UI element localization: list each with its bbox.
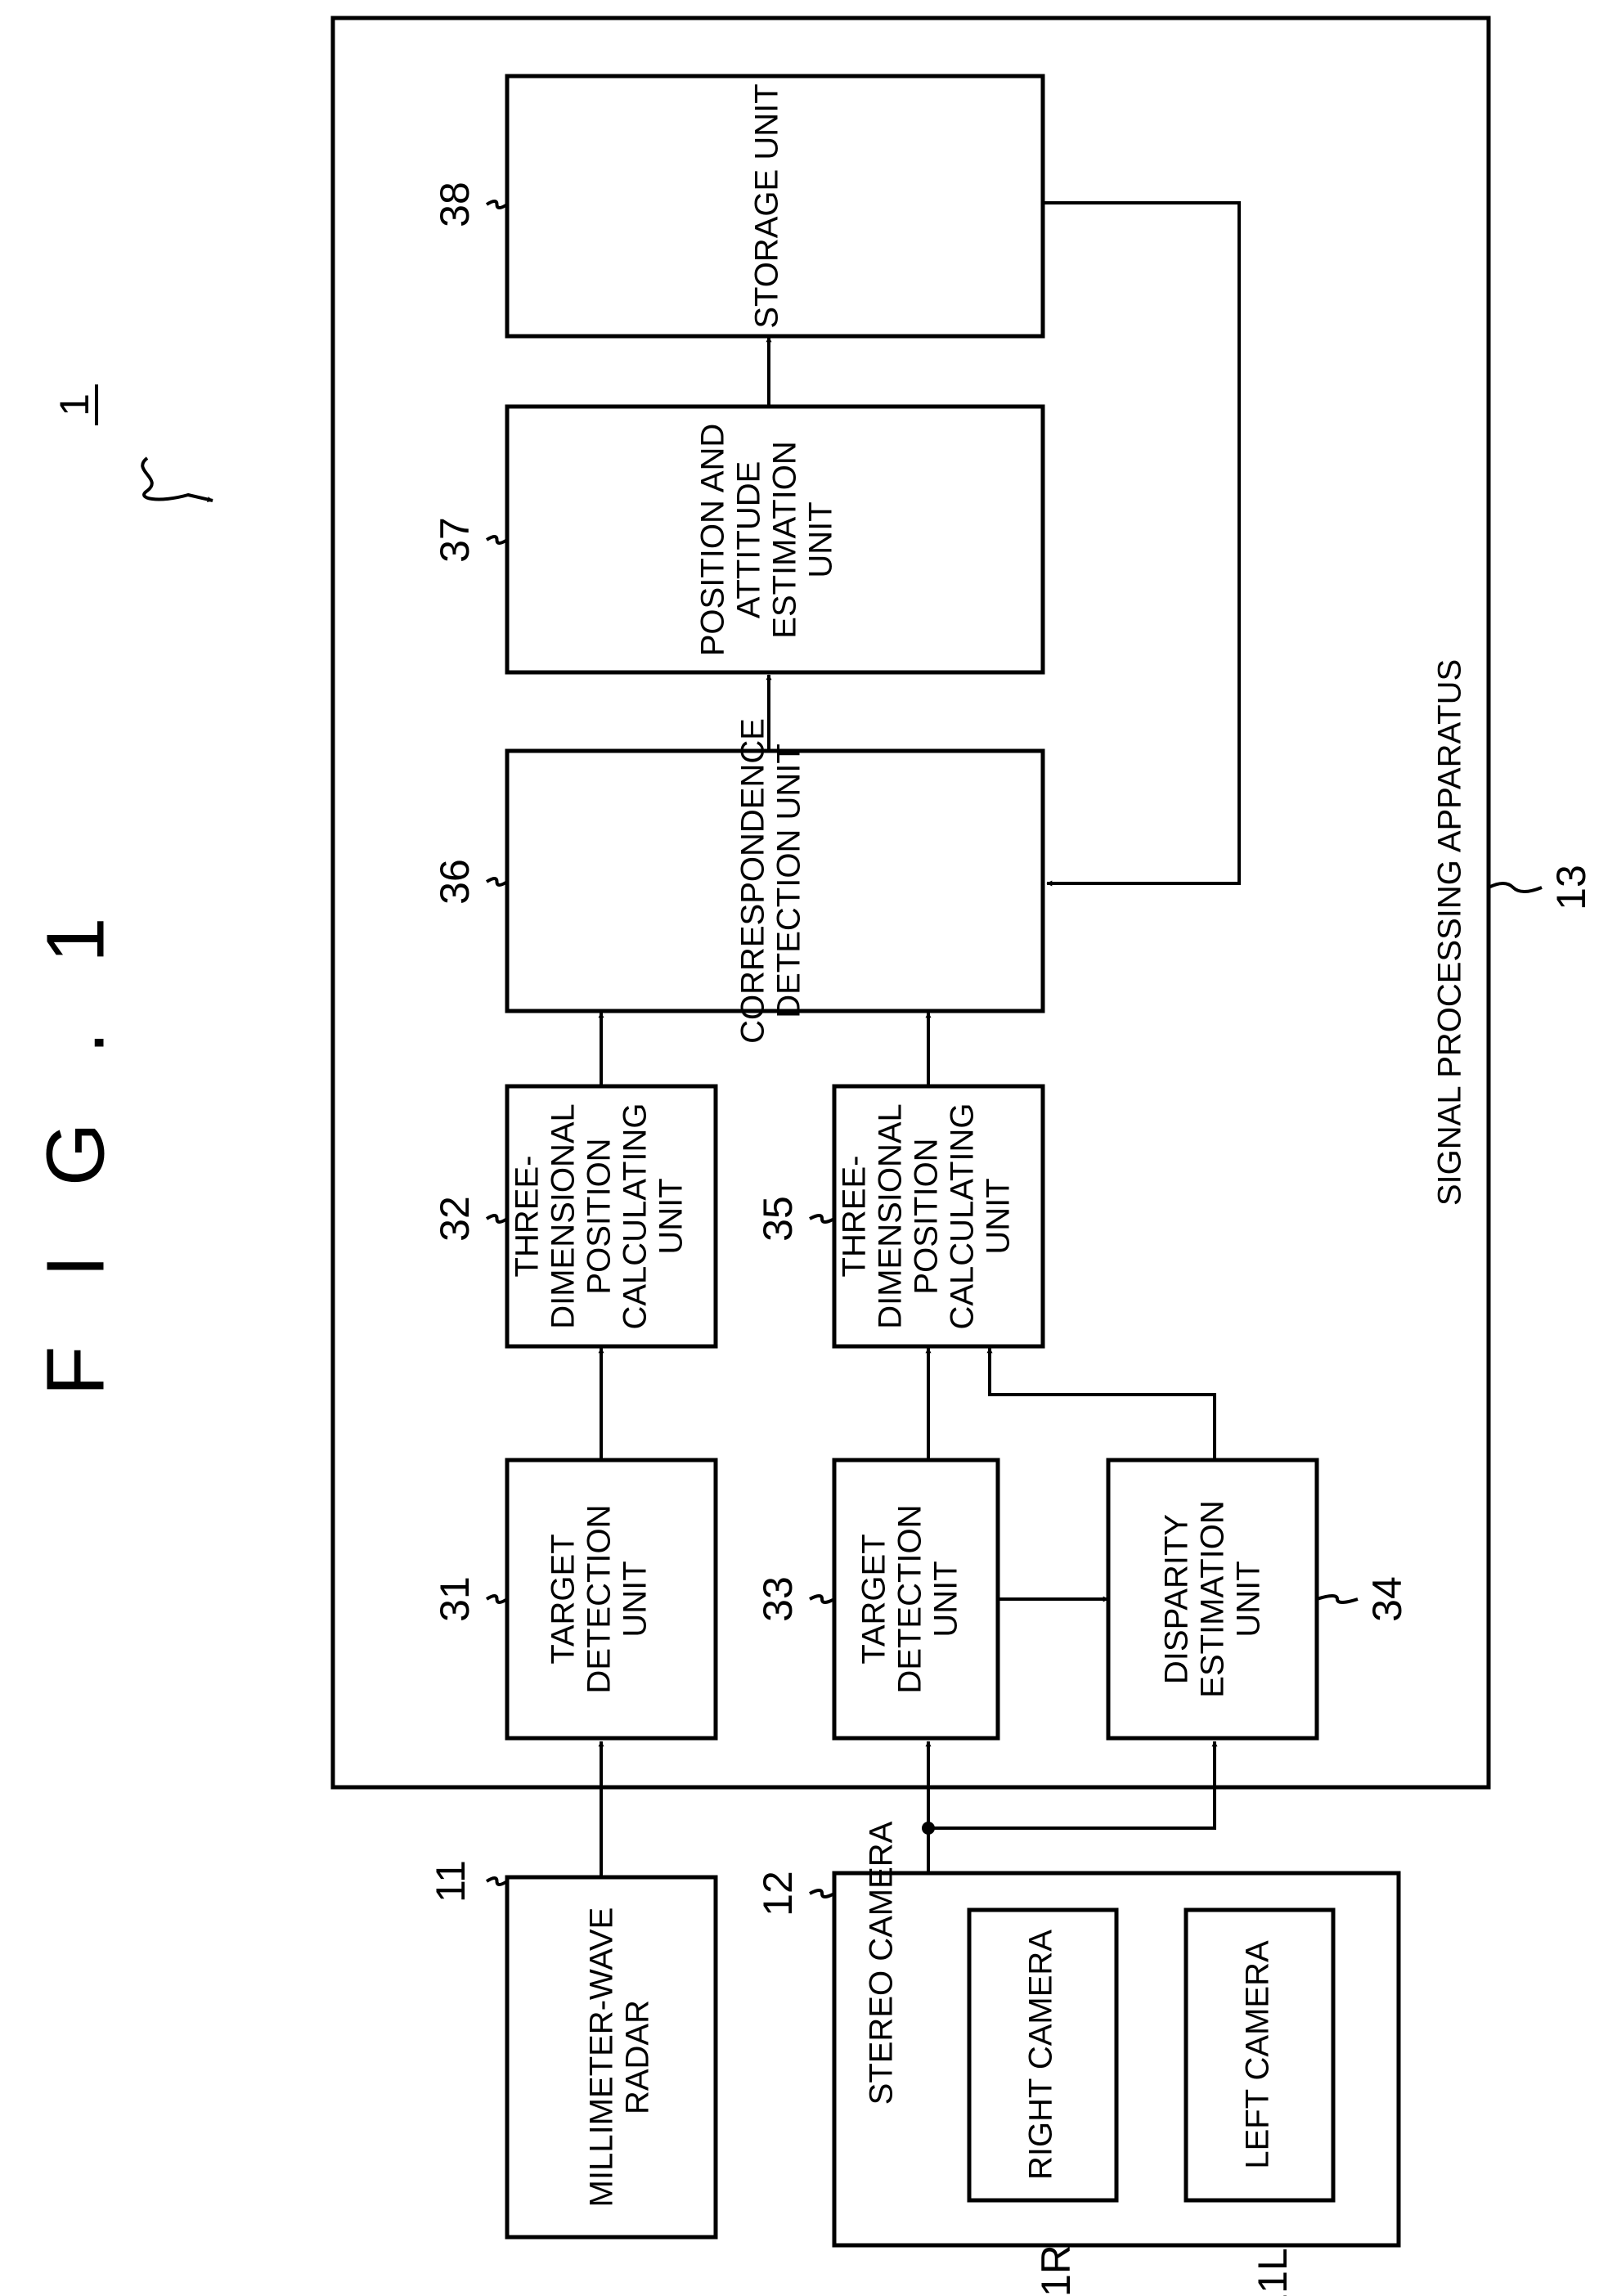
storage-unit-reference-leader: [487, 201, 507, 208]
position-and-attitude-estimation-unit-label-line: UNIT: [803, 501, 839, 577]
three-dimensional-position-calculating-unit-32-label-line: POSITION: [582, 1138, 618, 1294]
three-dimensional-position-calculating-unit-32-label-line: CALCULATING: [618, 1103, 654, 1329]
three-dimensional-position-calculating-unit-32-label-line: UNIT: [654, 1178, 689, 1254]
correspondence-detection-unit-reference-number: 36: [432, 859, 478, 905]
three-dimensional-position-calculating-unit-32-label-line: DIMENSIONAL: [546, 1103, 582, 1329]
target-detection-unit-33-reference-leader: [810, 1596, 834, 1602]
three-dimensional-position-calculating-unit-35-block: THREE-DIMENSIONALPOSITIONCALCULATINGUNIT…: [755, 1086, 1043, 1346]
signal-processing-apparatus-leader: [1489, 883, 1542, 892]
position-and-attitude-estimation-unit-reference-number: 37: [432, 517, 478, 563]
target-detection-unit-33-block: TARGETDETECTIONUNIT 33: [755, 1460, 998, 1738]
three-dimensional-position-calculating-unit-35-label-line: DIMENSIONAL: [873, 1103, 909, 1329]
target-detection-unit-31-label-line: UNIT: [618, 1561, 654, 1637]
three-dimensional-position-calculating-unit-35-reference-leader: [810, 1215, 834, 1222]
millimeter-wave-radar-reference-leader: [487, 1878, 507, 1885]
target-detection-unit-33-label-line: UNIT: [928, 1561, 964, 1637]
stereo-camera-reference-leader: [810, 1890, 834, 1897]
three-dimensional-position-calculating-unit-35-label-line: CALCULATING: [945, 1103, 981, 1329]
target-detection-unit-33-label-line: TARGET: [856, 1534, 892, 1664]
system-reference-number: 1: [52, 393, 97, 416]
three-dimensional-position-calculating-unit-35-label-line: THREE-: [837, 1156, 873, 1278]
arrow-storage-to-correspondence: [1043, 203, 1239, 883]
figure-title: F I G . 1: [29, 894, 121, 1395]
disparity-estimation-unit-label-line: UNIT: [1231, 1561, 1267, 1637]
correspondence-detection-unit-label-line: CORRESPONDENCE: [735, 718, 771, 1044]
arrow-disparity-to-3d-calc-35: [990, 1348, 1215, 1460]
three-dimensional-position-calculating-unit-32-reference-number: 32: [432, 1196, 478, 1242]
position-and-attitude-estimation-unit-label-line: ESTIMATION: [767, 441, 803, 638]
target-detection-unit-31-reference-leader: [487, 1596, 507, 1602]
position-and-attitude-estimation-unit-block: POSITION ANDATTITUDEESTIMATIONUNIT 37: [432, 407, 1043, 672]
millimeter-wave-radar-block: MILLIMETER-WAVERADAR 11: [428, 1860, 716, 2237]
disparity-estimation-unit-reference-number: 34: [1364, 1576, 1410, 1622]
signal-processing-apparatus-number: 13: [1548, 865, 1594, 910]
storage-unit-label-line: STORAGE UNIT: [749, 83, 785, 328]
position-and-attitude-estimation-unit-label-line: POSITION AND: [695, 424, 731, 657]
three-dimensional-position-calculating-unit-35-label-line: UNIT: [981, 1178, 1017, 1254]
correspondence-detection-unit-block: CORRESPONDENCEDETECTION UNIT 36: [432, 718, 1043, 1044]
target-detection-unit-31-label-line: DETECTION: [582, 1504, 618, 1693]
three-dimensional-position-calculating-unit-32-label-line: THREE-: [510, 1156, 546, 1278]
disparity-estimation-unit-label-line: DISPARITY: [1159, 1514, 1195, 1684]
disparity-estimation-unit-reference-leader: [1317, 1596, 1358, 1602]
correspondence-detection-unit-reference-leader: [487, 878, 507, 885]
right-camera-label-line: RIGHT CAMERA: [1023, 1930, 1059, 2180]
disparity-estimation-unit-label-line: ESTIMATION: [1195, 1500, 1231, 1697]
target-detection-unit-31-label-line: TARGET: [546, 1534, 582, 1664]
target-detection-unit-33-label-line: DETECTION: [892, 1504, 928, 1693]
right-camera-reference-number: 21R: [1033, 2244, 1079, 2296]
position-and-attitude-estimation-unit-label-line: ATTITUDE: [731, 461, 767, 619]
three-dimensional-position-calculating-unit-32-block: THREE-DIMENSIONALPOSITIONCALCULATINGUNIT…: [432, 1086, 716, 1346]
correspondence-detection-unit-label-line: DETECTION UNIT: [771, 744, 807, 1018]
disparity-estimation-unit-block: DISPARITYESTIMATIONUNIT 34: [1108, 1460, 1410, 1738]
millimeter-wave-radar-reference-number: 11: [428, 1860, 474, 1903]
target-detection-unit-31-reference-number: 31: [432, 1576, 478, 1622]
three-dimensional-position-calculating-unit-32-reference-leader: [487, 1215, 507, 1222]
three-dimensional-position-calculating-unit-35-reference-number: 35: [755, 1196, 801, 1242]
millimeter-wave-radar-label-line: RADAR: [620, 2000, 656, 2114]
left-camera-reference-number: 21L: [1250, 2248, 1296, 2296]
target-detection-unit-33-reference-number: 33: [755, 1576, 801, 1622]
three-dimensional-position-calculating-unit-35-label-line: POSITION: [909, 1138, 945, 1294]
arrow-junction-to-disparity: [928, 1741, 1215, 1828]
storage-unit-block: STORAGE UNIT 38: [432, 76, 1043, 336]
millimeter-wave-radar-label-line: MILLIMETER-WAVE: [584, 1907, 620, 2208]
target-detection-unit-31-block: TARGETDETECTIONUNIT 31: [432, 1460, 716, 1738]
position-and-attitude-estimation-unit-reference-leader: [487, 537, 507, 543]
left-camera-label-line: LEFT CAMERA: [1240, 1940, 1276, 2169]
signal-processing-apparatus-label: SIGNAL PROCESSING APPARATUS: [1432, 659, 1468, 1206]
stereo-camera-label-line: STEREO CAMERA: [864, 1821, 900, 2105]
stereo-camera-reference-number: 12: [755, 1871, 801, 1916]
storage-unit-reference-number: 38: [432, 182, 478, 227]
system-reference-leader: [142, 458, 213, 501]
